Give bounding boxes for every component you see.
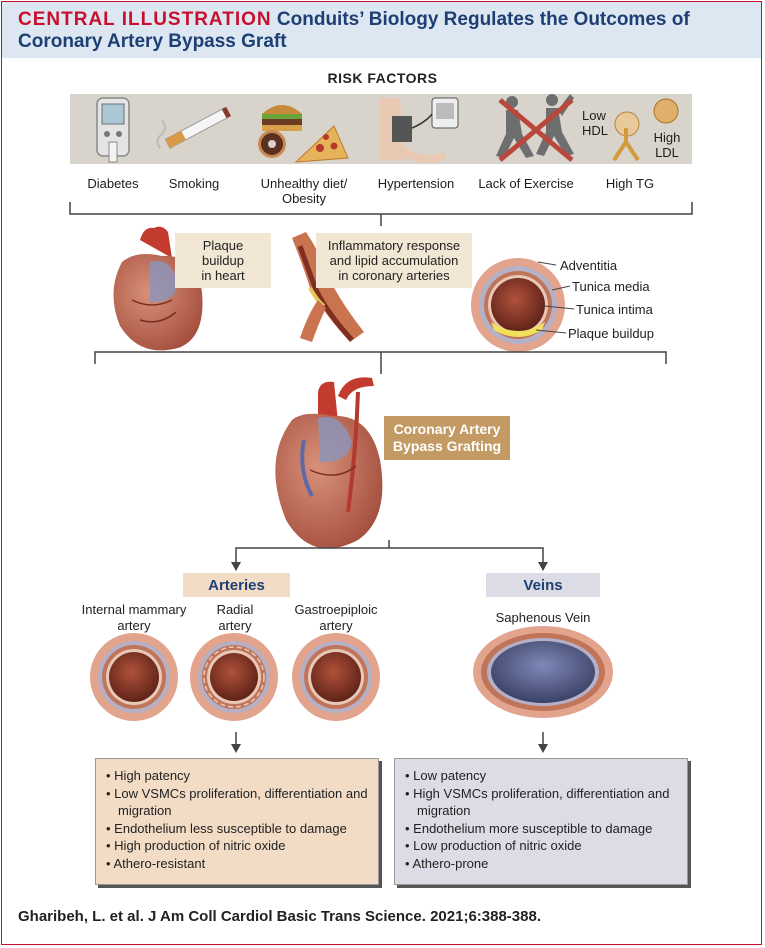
artery-outcome-item: High production of nitric oxide xyxy=(106,837,368,855)
vein-outcome-item: Low production of nitric oxide xyxy=(405,837,677,855)
arteries-outcomes-box: High patency Low VSMCs proliferation, di… xyxy=(95,758,379,885)
artery-outcome-item: Athero-resistant xyxy=(106,855,368,873)
saphenous-vein-cross-section xyxy=(473,626,613,718)
adventitia-label: Adventitia xyxy=(560,258,618,273)
cabg-label-text: Coronary Artery Bypass Grafting xyxy=(392,421,502,454)
figure-header: CENTRAL ILLUSTRATION Conduits’ Biology R… xyxy=(2,2,761,58)
gastroepiploic-artery-cross-section xyxy=(292,633,380,721)
figure-title-part1: Conduits’ Biology Regulates the Outcomes… xyxy=(276,9,690,30)
cabg-heart-illustration xyxy=(275,377,383,549)
risk-factors-title: RISK FACTORS xyxy=(327,70,438,86)
tunica-media-label: Tunica media xyxy=(572,279,650,294)
tunica-intima-label: Tunica intima xyxy=(576,302,653,317)
rf-diet-obesity-label: Unhealthy diet/ Obesity xyxy=(260,176,348,206)
rf-diabetes-label: Diabetes xyxy=(87,176,139,191)
cigarette-icon xyxy=(156,106,231,149)
saphenous-vein-label: Saphenous Vein xyxy=(495,610,591,625)
rf-high-tg-label: High TG xyxy=(605,176,655,191)
rf-exercise-label: Lack of Exercise xyxy=(478,176,574,191)
vein-outcome-item: High VSMCs proliferation, differentiatio… xyxy=(405,785,677,820)
rf-hypertension-label: Hypertension xyxy=(377,176,455,191)
vein-outcome-item: Athero-prone xyxy=(405,855,677,873)
conduit-split-lines xyxy=(235,540,544,570)
figure-title-part2: Coronary Artery Bypass Graft xyxy=(18,31,287,52)
lipid-particle-icon xyxy=(612,98,679,162)
plaque-vessel-cross-section xyxy=(471,258,565,352)
high-ldl-label: High LDL xyxy=(653,130,681,160)
outcome-arrowheads xyxy=(231,744,548,753)
header-line-1: CENTRAL ILLUSTRATION Conduits’ Biology R… xyxy=(18,9,690,31)
artery-outcome-item: Endothelium less susceptible to damage xyxy=(106,820,368,838)
plaque-heart-callout: Plaque buildup in heart xyxy=(175,233,271,288)
citation: Gharibeh, L. et al. J Am Coll Cardiol Ba… xyxy=(18,908,541,925)
inflammation-callout: Inflammatory response and lipid accumula… xyxy=(316,233,472,288)
plaque-buildup-label: Plaque buildup xyxy=(568,326,655,341)
central-illustration-label: CENTRAL ILLUSTRATION xyxy=(18,9,272,30)
internal-mammary-artery-cross-section xyxy=(90,633,178,721)
outcome-lines xyxy=(235,732,544,746)
artery-outcome-item: High patency xyxy=(106,767,368,785)
crossed-out-runner-icon xyxy=(496,94,574,162)
internal-mammary-artery-label: Internal mammary artery xyxy=(81,602,187,633)
junk-food-icon xyxy=(258,105,349,163)
rf-smoking-label: Smoking xyxy=(168,176,220,191)
pathology-bracket xyxy=(94,351,667,374)
veins-outcomes-box: Low patency High VSMCs proliferation, di… xyxy=(394,758,688,885)
low-hdl-label: Low HDL xyxy=(582,108,609,138)
veins-tag: Veins xyxy=(486,573,600,597)
arteries-tag: Arteries xyxy=(183,573,290,597)
risk-factors-bracket xyxy=(69,202,693,226)
radial-artery-label: Radial artery xyxy=(216,602,254,633)
glucometer-icon xyxy=(96,97,130,163)
radial-artery-cross-section xyxy=(190,633,278,721)
artery-outcome-item: Low VSMCs proliferation, differentiation… xyxy=(106,785,368,820)
conduit-split-arrowheads xyxy=(231,562,548,571)
gastroepiploic-artery-label: Gastroepiploic artery xyxy=(294,602,378,633)
vein-outcome-item: Low patency xyxy=(405,767,677,785)
vein-outcome-item: Endothelium more susceptible to damage xyxy=(405,820,677,838)
cabg-label: Coronary Artery Bypass Grafting xyxy=(384,416,510,460)
layer-leader-lines xyxy=(535,261,575,334)
blood-pressure-monitor-icon xyxy=(380,97,459,163)
